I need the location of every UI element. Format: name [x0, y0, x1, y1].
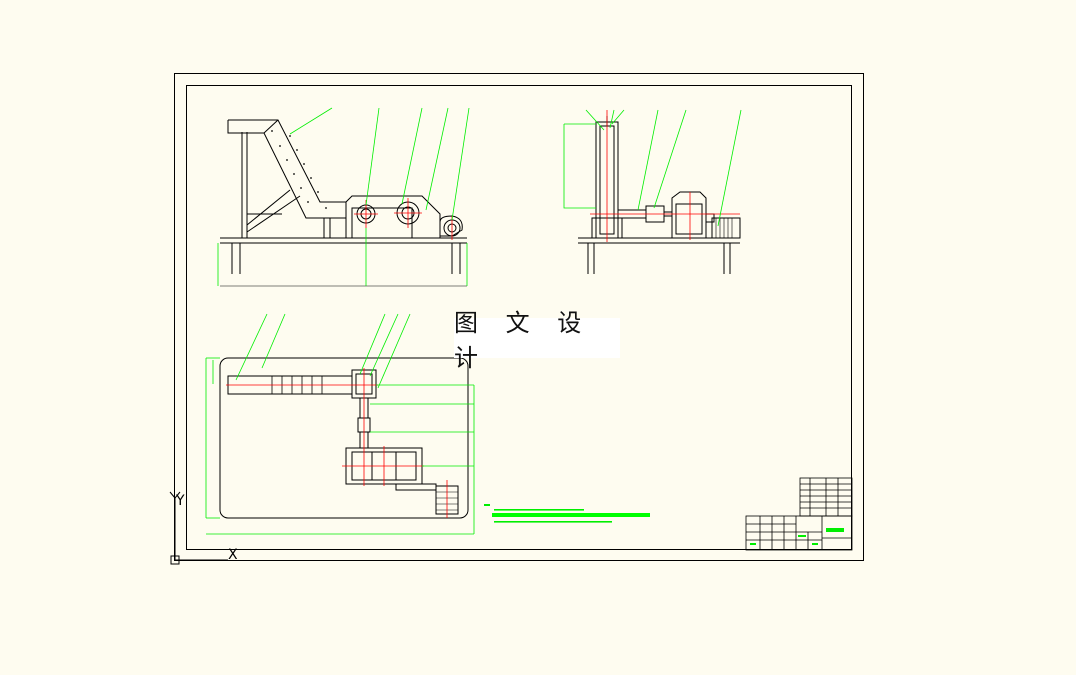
side-view-centerlines	[590, 110, 740, 242]
drawing-sheet	[174, 73, 864, 561]
motor-fins	[715, 218, 733, 238]
front-elevation-view[interactable]	[220, 119, 467, 287]
plan-view-leaders	[205, 313, 475, 535]
conveyor-rivets	[271, 130, 327, 209]
watermark-label: 图 文 设 计	[454, 309, 620, 372]
technical-notes	[484, 504, 650, 523]
plan-view-centerlines	[226, 368, 448, 518]
inner-border	[186, 85, 852, 550]
ucs-y-label: Y	[175, 493, 185, 509]
ucs-icon	[169, 491, 228, 565]
front-view-leaders	[217, 107, 470, 286]
plan-view[interactable]	[219, 357, 469, 519]
side-elevation-view[interactable]	[578, 116, 741, 274]
side-view-leaders	[563, 109, 742, 227]
front-view-centerlines	[354, 198, 453, 240]
ucs-x-label: X	[228, 547, 238, 563]
title-block	[745, 515, 853, 551]
outer-border	[174, 73, 864, 561]
parts-list-table	[799, 477, 853, 517]
